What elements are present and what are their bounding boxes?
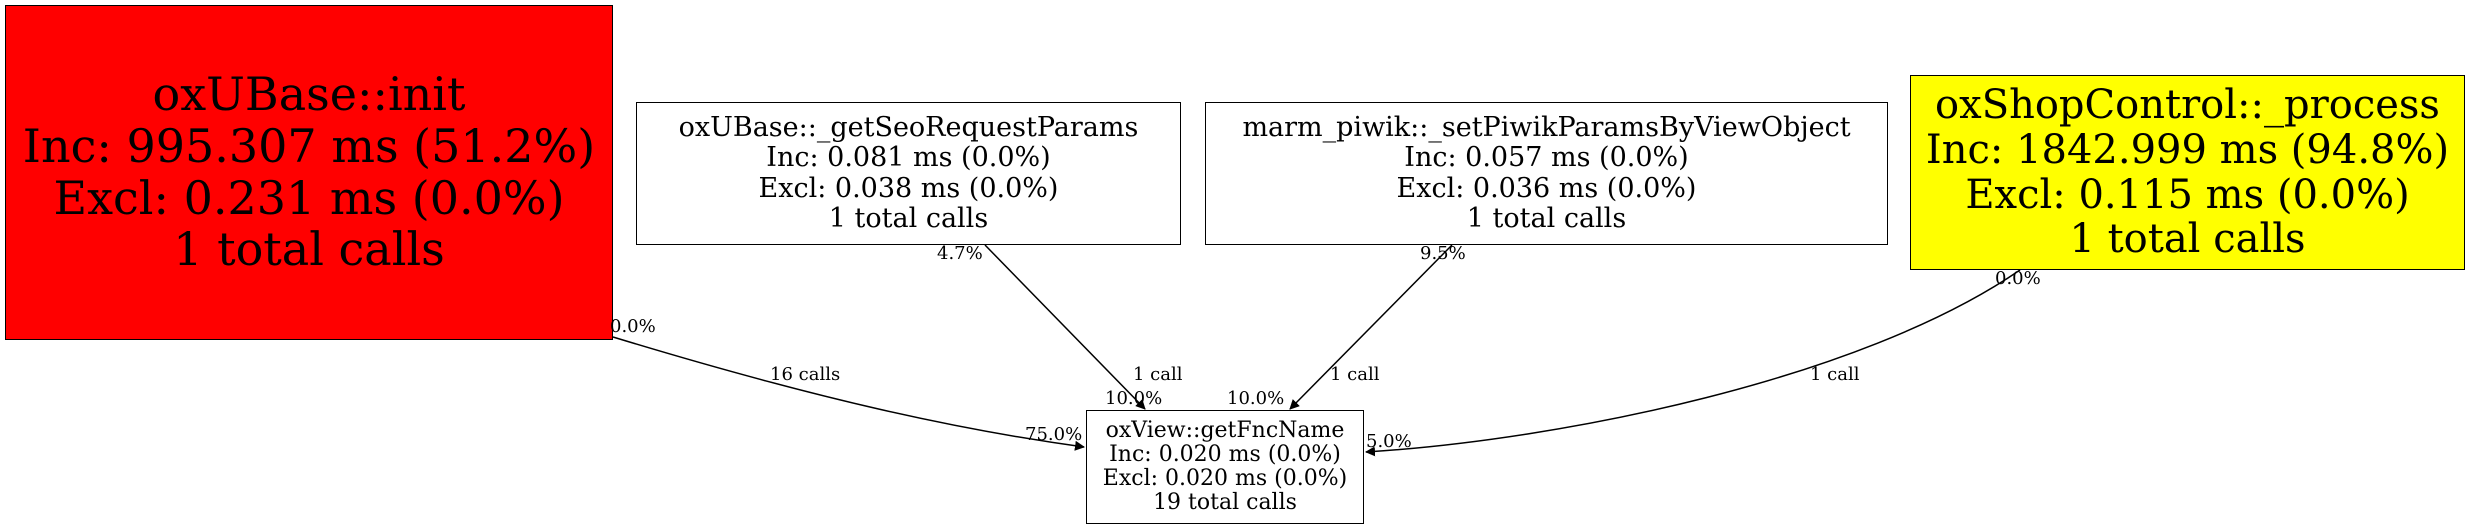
edge-piwik-calls-label: 1 call bbox=[1330, 364, 1380, 385]
node-inclusive-time: Inc: 0.020 ms (0.0%) bbox=[1109, 441, 1341, 467]
edge-seo-head-label: 10.0% bbox=[1105, 388, 1163, 409]
node-getseorequestparams[interactable]: oxUBase::_getSeoRequestParams Inc: 0.081… bbox=[636, 102, 1181, 245]
edge-seo-to-getfncname bbox=[984, 244, 1146, 410]
node-total-calls: 1 total calls bbox=[2069, 216, 2306, 263]
edge-shop-tail-label: 0.0% bbox=[1995, 268, 2041, 289]
edge-init-calls-label: 16 calls bbox=[770, 364, 841, 385]
node-exclusive-time: Excl: 0.036 ms (0.0%) bbox=[1396, 172, 1697, 204]
node-inclusive-time: Inc: 1842.999 ms (94.8%) bbox=[1925, 126, 2450, 173]
edge-shop-head-label: 5.0% bbox=[1366, 431, 1412, 452]
node-oxview-getfncname[interactable]: oxView::getFncName Inc: 0.020 ms (0.0%) … bbox=[1086, 410, 1364, 524]
node-name: oxShopControl::_process bbox=[1935, 81, 2440, 128]
node-exclusive-time: Excl: 0.231 ms (0.0%) bbox=[53, 170, 565, 225]
edge-piwik-tail-label: 9.5% bbox=[1420, 243, 1466, 264]
node-setpiwikparamsbyviewobject[interactable]: marm_piwik::_setPiwikParamsByViewObject … bbox=[1205, 102, 1888, 245]
edge-shop-to-getfncname bbox=[1365, 269, 2021, 457]
node-total-calls: 1 total calls bbox=[1466, 202, 1627, 234]
node-inclusive-time: Inc: 995.307 ms (51.2%) bbox=[22, 118, 596, 173]
node-total-calls: 1 total calls bbox=[828, 202, 989, 234]
edge-seo-calls-label: 1 call bbox=[1133, 364, 1183, 385]
edge-piwik-head-label: 10.0% bbox=[1227, 388, 1285, 409]
node-name: oxView::getFncName bbox=[1105, 417, 1345, 443]
node-inclusive-time: Inc: 0.057 ms (0.0%) bbox=[1404, 142, 1689, 174]
edge-init-head-label: 75.0% bbox=[1025, 424, 1083, 445]
node-exclusive-time: Excl: 0.020 ms (0.0%) bbox=[1102, 466, 1348, 491]
node-exclusive-time: Excl: 0.115 ms (0.0%) bbox=[1965, 171, 2410, 218]
node-oxshopcontrol-process[interactable]: oxShopControl::_process Inc: 1842.999 ms… bbox=[1910, 75, 2465, 270]
node-name: oxUBase::_getSeoRequestParams bbox=[678, 112, 1139, 144]
node-exclusive-time: Excl: 0.038 ms (0.0%) bbox=[758, 172, 1059, 204]
node-oxubase-init[interactable]: oxUBase::init Inc: 995.307 ms (51.2%) Ex… bbox=[5, 5, 613, 340]
node-total-calls: 19 total calls bbox=[1153, 490, 1297, 516]
edge-piwik-to-getfncname bbox=[1289, 244, 1453, 410]
node-name: marm_piwik::_setPiwikParamsByViewObject bbox=[1242, 112, 1851, 144]
edge-init-tail-label: 0.0% bbox=[610, 316, 656, 337]
edge-seo-tail-label: 4.7% bbox=[937, 243, 983, 264]
edge-init-to-getfncname bbox=[612, 336, 1085, 451]
node-total-calls: 1 total calls bbox=[173, 222, 445, 277]
edge-shop-calls-label: 1 call bbox=[1810, 364, 1860, 385]
node-inclusive-time: Inc: 0.081 ms (0.0%) bbox=[766, 142, 1051, 174]
node-name: oxUBase::init bbox=[152, 67, 466, 122]
